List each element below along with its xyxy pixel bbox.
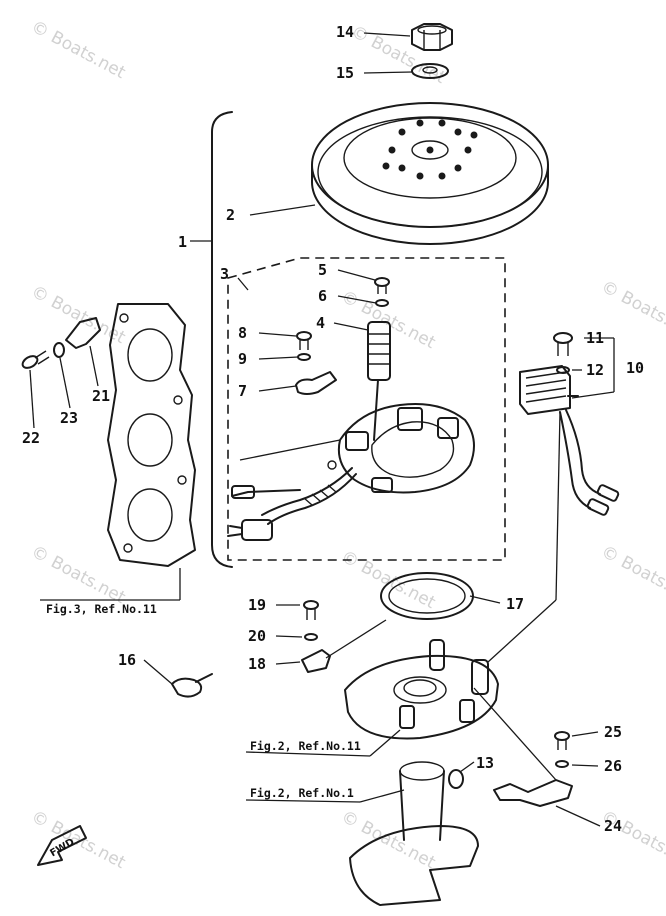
part-rectifier xyxy=(519,365,579,415)
callout-18: 18 xyxy=(248,655,266,673)
callout-15: 15 xyxy=(336,64,354,82)
callout-11: 11 xyxy=(586,329,604,347)
leader-lines xyxy=(29,32,615,827)
callout-6: 6 xyxy=(318,287,327,305)
watermark: © Boats.net xyxy=(598,542,666,609)
callout-17: 17 xyxy=(506,595,524,613)
callout-25: 25 xyxy=(604,723,622,741)
part-bracket-24 xyxy=(493,779,573,807)
watermark: © Boats.net xyxy=(28,17,129,84)
callout-16: 16 xyxy=(118,651,136,669)
callout-2: 2 xyxy=(226,206,235,224)
ref-fig3-no11: Fig.3, Ref.No.11 xyxy=(46,602,157,616)
part-nut xyxy=(411,23,453,51)
part-rectifier-wires xyxy=(559,409,620,516)
callout-26: 26 xyxy=(604,757,622,775)
part-screw-8 xyxy=(296,331,312,361)
ref-fig2-no1: Fig.2, Ref.No.1 xyxy=(250,786,354,800)
callout-24: 24 xyxy=(604,817,622,835)
flywheel-holes xyxy=(382,119,478,180)
callout-1: 1 xyxy=(178,233,187,251)
part-bolt-11 xyxy=(553,332,573,374)
part-wire-harness xyxy=(227,467,357,541)
part-clip-21 xyxy=(65,317,101,349)
watermark: © Boats.net xyxy=(338,287,439,354)
ref-fig2-no11: Fig.2, Ref.No.11 xyxy=(250,739,361,753)
part-screw-5 xyxy=(374,277,390,307)
watermark: © Boats.net xyxy=(28,542,129,609)
callout-21: 21 xyxy=(92,387,110,405)
callout-8: 8 xyxy=(238,324,247,342)
callout-labels: 1 2 3 4 5 6 7 8 9 10 11 12 13 14 15 16 1… xyxy=(22,23,644,835)
callout-20: 20 xyxy=(248,627,266,645)
callout-22: 22 xyxy=(22,429,40,447)
reference-labels: Fig.3, Ref.No.11 Fig.2, Ref.No.11 Fig.2,… xyxy=(46,602,361,800)
callout-3: 3 xyxy=(220,265,229,283)
callout-7: 7 xyxy=(238,382,247,400)
part-manifold xyxy=(107,303,196,567)
part-clamp-18 xyxy=(301,649,331,673)
callout-12: 12 xyxy=(586,361,604,379)
part-stator-base xyxy=(344,639,499,740)
callout-10: 10 xyxy=(626,359,644,377)
part-ring xyxy=(380,572,474,620)
part-clip-16 xyxy=(171,673,213,698)
callout-9: 9 xyxy=(238,350,247,368)
part-bolt-22 xyxy=(21,350,50,369)
callout-13: 13 xyxy=(476,754,494,772)
subassembly-box xyxy=(227,257,506,561)
callout-23: 23 xyxy=(60,409,78,427)
watermark: © Boats.net xyxy=(28,282,129,349)
assembly-bracket xyxy=(211,111,233,568)
callout-14: 14 xyxy=(336,23,354,41)
callout-19: 19 xyxy=(248,596,266,614)
part-washer-23 xyxy=(53,342,65,358)
part-flywheel xyxy=(311,102,549,245)
callout-4: 4 xyxy=(316,314,325,332)
callout-5: 5 xyxy=(318,261,327,279)
watermark: © Boats.net xyxy=(598,277,666,344)
part-washer xyxy=(411,63,449,79)
watermark: © Boats.net xyxy=(338,547,439,614)
part-oring-13 xyxy=(448,769,464,789)
part-screw-19 xyxy=(303,600,319,641)
part-clamp-7 xyxy=(295,371,337,395)
watermark: © Boats.net xyxy=(338,807,439,874)
part-pulser-coil xyxy=(367,321,391,441)
part-shaft-base xyxy=(349,761,479,906)
part-bolt-25 xyxy=(554,731,570,768)
